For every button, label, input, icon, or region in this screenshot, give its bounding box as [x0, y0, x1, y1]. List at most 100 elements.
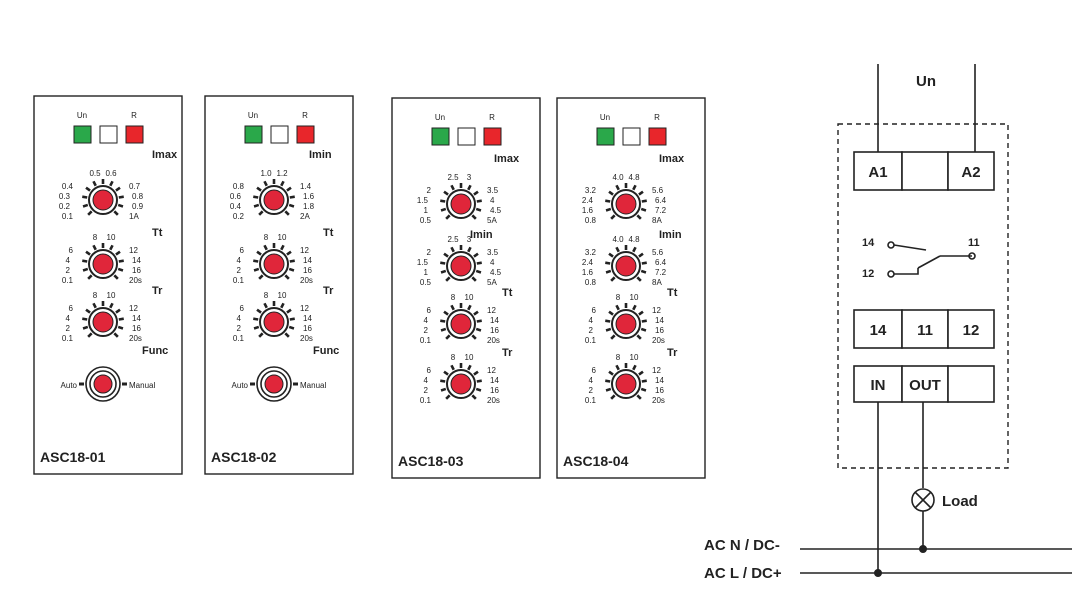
dial-scale-label: 8: [93, 233, 98, 242]
dial-scale-label: 0.5: [420, 278, 432, 287]
dial-scale-label: 20s: [300, 276, 313, 285]
dial-tick-mark: [638, 370, 644, 376]
dial-scale-label: 0.2: [59, 202, 71, 211]
dial-scale-label: 12: [652, 366, 661, 375]
dial-scale-label: 6: [592, 366, 597, 375]
dial-tick-mark: [475, 207, 482, 212]
dial-knob[interactable]: [263, 189, 285, 211]
dial-scale-label: 0.5: [420, 216, 432, 225]
dial-knob[interactable]: [450, 373, 472, 395]
dial-ticks: [440, 363, 482, 400]
dial-tick-mark: [467, 304, 472, 311]
dial-tick-mark: [608, 370, 614, 376]
dial-knob[interactable]: [263, 253, 285, 275]
dial-scale-label: 2: [427, 186, 432, 195]
dial-tick-mark: [641, 199, 647, 203]
dial-scale-label: 16: [490, 326, 499, 335]
dial-tick-mark: [636, 276, 642, 282]
dial-tick-mark: [610, 276, 616, 282]
led-blank: [457, 127, 476, 146]
dial-tick-mark: [288, 267, 295, 272]
dial-scale-label: 1: [424, 206, 429, 215]
led-un-label: Un: [600, 113, 610, 122]
dial-scale-label: 12: [487, 306, 496, 315]
dial-knob[interactable]: [450, 313, 472, 335]
dial-tick-mark: [286, 186, 292, 192]
dial-tick-mark: [450, 184, 455, 191]
dial-knob[interactable]: [615, 313, 637, 335]
dial-knob[interactable]: [92, 311, 114, 333]
dial-title: Tr: [667, 347, 678, 359]
dial-tick-mark: [615, 184, 620, 191]
func-knob[interactable]: [93, 374, 113, 394]
dial-tick-mark: [636, 394, 642, 400]
dial-scale-label: 0.8: [233, 182, 245, 191]
led-blank: [622, 127, 641, 146]
dial-scale-label: 1.5: [417, 258, 429, 267]
dial-tick-mark: [476, 379, 482, 383]
led-r-label: R: [489, 113, 495, 122]
dial-knob[interactable]: [92, 189, 114, 211]
dial-knob[interactable]: [615, 193, 637, 215]
dial-scale-label: 0.9: [132, 202, 144, 211]
dial-scale-label: 0.1: [585, 336, 597, 345]
dial-scale-label: 0.5: [89, 169, 101, 178]
dial-scale-label: 6: [69, 304, 74, 313]
dial-tick-mark: [638, 252, 644, 258]
dial-title: Tt: [502, 287, 513, 299]
dial-ticks: [82, 243, 124, 280]
dial-tick-mark: [253, 317, 259, 321]
dial-tick-mark: [473, 252, 479, 258]
dial-scale-label: 7.2: [655, 268, 667, 277]
dial-tick-mark: [253, 203, 260, 208]
dial-tick-mark: [638, 190, 644, 196]
dial-tick-mark: [258, 332, 264, 338]
dial-knob[interactable]: [263, 311, 285, 333]
dial-scale-label: 2: [427, 248, 432, 257]
dial-knob[interactable]: [450, 193, 472, 215]
dial-tick-mark: [440, 319, 446, 323]
dial-scale-label: 12: [300, 304, 309, 313]
dial-knob[interactable]: [450, 255, 472, 277]
dial-scale-label: 1.0: [260, 169, 272, 178]
dial-tick-mark: [115, 186, 121, 192]
dial-knob[interactable]: [615, 373, 637, 395]
dial-scale-label: 10: [465, 293, 474, 302]
dial-tick-mark: [608, 310, 614, 316]
dial-tick-mark: [636, 214, 642, 220]
dial-tick-mark: [610, 394, 616, 400]
connection-diagram: Un A1 A2 14 11 12 14 11 12 IN OUT: [704, 64, 1072, 582]
dial-knob[interactable]: [92, 253, 114, 275]
dial-tick-mark: [445, 214, 451, 220]
terminal-a2-label: A2: [961, 164, 980, 181]
dial-tick-mark: [117, 267, 124, 272]
dial-tick-mark: [82, 325, 89, 330]
led-un-label: Un: [435, 113, 445, 122]
dial-tick-mark: [85, 308, 91, 314]
dial-tick-mark: [615, 246, 620, 253]
dial-title: Tr: [502, 347, 513, 359]
dial-knob[interactable]: [615, 255, 637, 277]
dial-ticks: [82, 179, 124, 216]
dial-tick-mark: [289, 259, 295, 263]
dial-tick-mark: [440, 199, 446, 203]
dial-title: Tt: [152, 227, 163, 239]
dial-tick-mark: [475, 269, 482, 274]
func-manual-label: Manual: [129, 381, 155, 390]
dial-scale-label: 14: [490, 376, 499, 385]
dial-scale-label: 8A: [652, 278, 662, 287]
dial-tick-mark: [284, 210, 290, 216]
func-knob[interactable]: [264, 374, 284, 394]
dial-tick-mark: [253, 325, 260, 330]
dial-tick-mark: [610, 334, 616, 340]
dial-scale-label: 12: [652, 306, 661, 315]
dial-tick-mark: [82, 195, 88, 199]
dial-tick-mark: [608, 252, 614, 258]
dial-scale-label: 12: [300, 246, 309, 255]
